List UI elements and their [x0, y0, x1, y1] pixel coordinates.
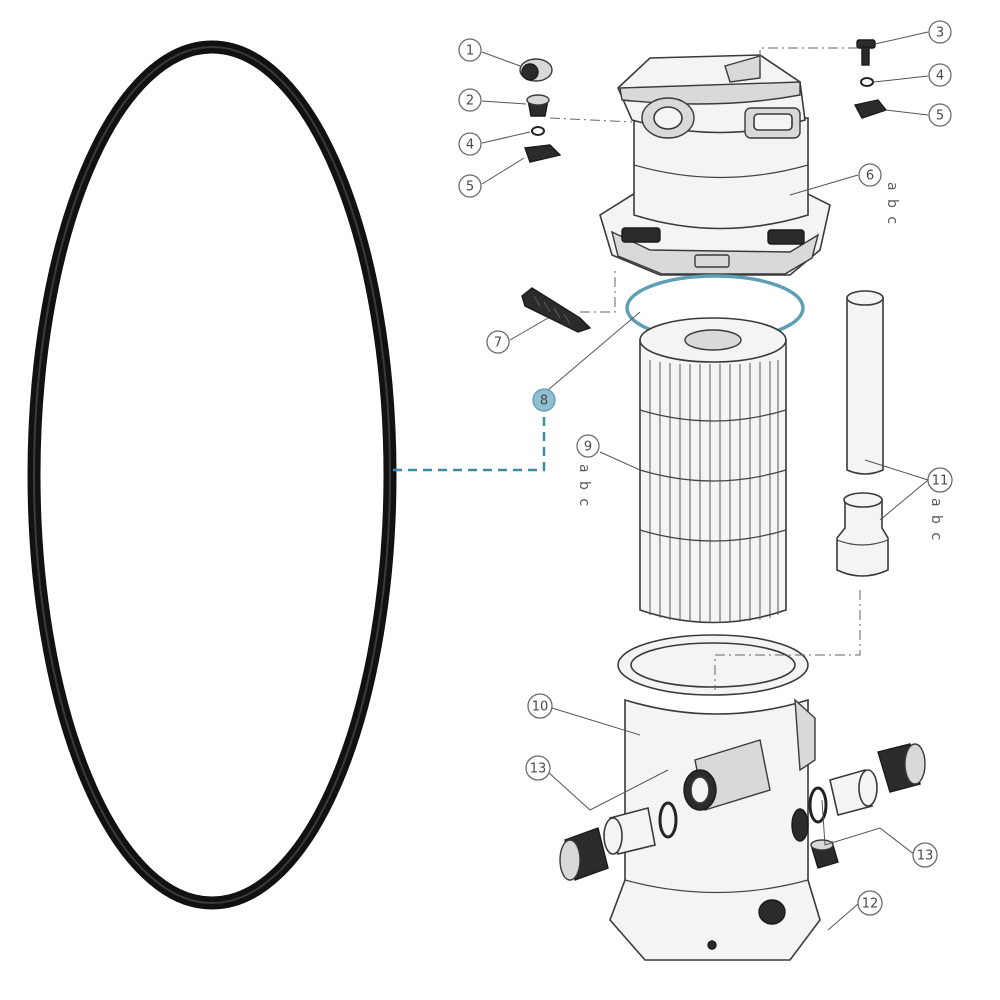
callout-5-right: 5	[928, 103, 952, 127]
callout-6: 6	[858, 163, 882, 187]
callout-1: 1	[458, 38, 482, 62]
part-7-clamp	[521, 287, 592, 333]
part-4-oring-right	[860, 77, 874, 87]
callout-13-right-label: 13	[917, 849, 934, 864]
callout-7: 7	[486, 330, 510, 354]
callout-3-label: 3	[936, 26, 944, 41]
callout-2-label: 2	[466, 94, 474, 109]
callout-9-variants: a b c	[576, 464, 592, 508]
callout-11: 11	[927, 467, 953, 493]
part-5-nut-right	[853, 99, 888, 119]
callout-8-label: 8	[540, 394, 548, 409]
callout-13-right: 13	[912, 842, 938, 868]
callout-12-label: 12	[862, 897, 879, 912]
callout-9: 9	[576, 434, 600, 458]
oring-enlarged	[27, 40, 397, 910]
callout-11-variants: a b c	[928, 498, 944, 542]
callout-5-right-label: 5	[936, 109, 944, 124]
callout-11-label: 11	[932, 474, 949, 489]
filter-head	[599, 54, 831, 276]
part-1-cap	[519, 58, 553, 82]
callout-5-left-label: 5	[466, 180, 474, 195]
part-5-nut-left	[524, 144, 562, 163]
callout-4-right-label: 4	[936, 69, 944, 84]
part-13-union-right	[808, 743, 926, 824]
callout-8[interactable]: 8	[532, 388, 556, 412]
part-10-housing	[609, 634, 821, 961]
callout-10-label: 10	[532, 700, 549, 715]
callout-7-label: 7	[494, 336, 502, 351]
part-11-pipe	[846, 290, 884, 475]
part-13-union-left	[559, 801, 678, 881]
callout-2: 2	[458, 88, 482, 112]
leader-lines	[481, 31, 929, 931]
callout-6-label: 6	[866, 169, 874, 184]
callout-4-left: 4	[458, 132, 482, 156]
part-4-oring-left	[531, 126, 545, 136]
callout-12: 12	[857, 890, 883, 916]
callout-4-right: 4	[928, 63, 952, 87]
part-9-cartridge	[639, 317, 787, 624]
callout-13-left: 13	[525, 755, 551, 781]
part-11-adapter	[836, 492, 889, 577]
callout-3: 3	[928, 20, 952, 44]
part-3-valve	[856, 39, 876, 66]
callout-10: 10	[527, 693, 553, 719]
callout-9-label: 9	[584, 440, 592, 455]
callout-6-variants: a b c	[884, 182, 900, 226]
callout-13-left-label: 13	[530, 762, 547, 777]
oring-link-line	[393, 412, 546, 472]
callout-1-label: 1	[466, 44, 474, 59]
callout-5-left: 5	[458, 174, 482, 198]
callout-4-left-label: 4	[466, 138, 474, 153]
part-2-plug	[526, 94, 550, 117]
